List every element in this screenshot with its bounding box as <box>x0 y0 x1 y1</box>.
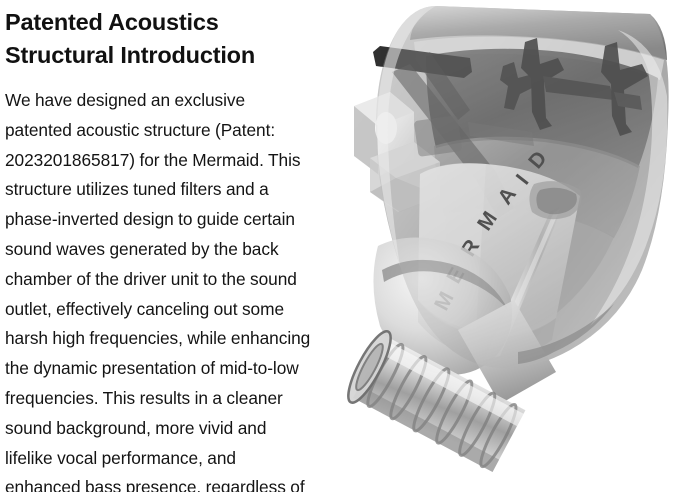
phase-invert-vent <box>468 122 534 146</box>
clip-tab-right-lower <box>614 92 642 110</box>
shell-overlay-surface <box>375 6 669 369</box>
tube-seat-dark <box>536 187 577 215</box>
clip-hook-center-left <box>500 62 536 110</box>
acoustic-duct-secondary <box>414 52 470 120</box>
text-column: Patented Acoustics Structural Introducti… <box>0 0 318 492</box>
product-render-panel: M E R M A I D <box>318 0 691 492</box>
driver-box-side <box>354 106 378 174</box>
barrel-shade <box>353 385 500 473</box>
sound-nozzle-assembly <box>347 300 556 473</box>
nozzle-stem <box>458 300 556 404</box>
nozzle-bore <box>355 342 384 392</box>
earphone-xray-render: M E R M A I D <box>347 6 669 473</box>
shell-top-rim <box>410 6 667 60</box>
bulge-crease <box>382 259 508 310</box>
nozzle-barrel <box>347 330 526 473</box>
shell-shadow-bottom <box>518 304 614 364</box>
clip-connector-bar <box>543 76 614 100</box>
internal-clip-latches <box>373 38 648 136</box>
shell-glass-overlay <box>375 6 669 369</box>
page-title: Patented Acoustics Structural Introducti… <box>5 9 255 68</box>
filter-chamber <box>414 115 462 157</box>
clip-hook-center <box>521 38 564 130</box>
clip-hook-right <box>601 42 648 136</box>
body-paragraph: We have designed an exclusive patented a… <box>5 90 311 492</box>
shell-gloss-right <box>590 30 668 326</box>
shell-rim-highlight <box>414 36 664 80</box>
shell-edge-left <box>376 6 436 266</box>
barrel-highlight <box>377 339 524 427</box>
